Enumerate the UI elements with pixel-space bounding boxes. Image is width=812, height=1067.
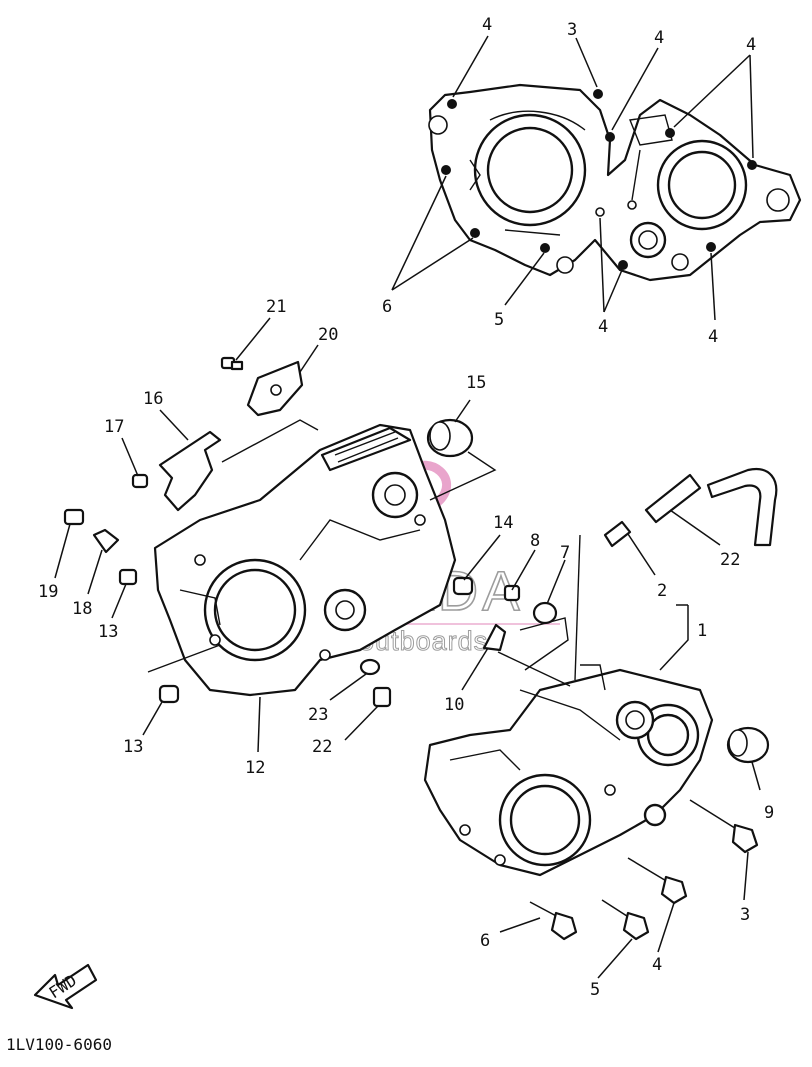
diagram-part-code: 1LV100-6060 (6, 1035, 112, 1054)
callout-13: 14 (493, 513, 513, 533)
callout-3: 3 (567, 20, 577, 40)
callout-15: 16 (143, 389, 163, 409)
crankcase-mating-face (428, 83, 802, 282)
callout-1: 1 (697, 621, 707, 641)
callout-11: 12 (245, 758, 265, 778)
bolt-12 (118, 568, 138, 586)
hose-21 (644, 467, 778, 547)
plug-8 (503, 584, 521, 602)
bolt-3 (689, 799, 759, 854)
callout-9: 9 (764, 803, 774, 823)
callout-5: 5 (494, 310, 504, 330)
dowel-13-upper (452, 576, 474, 596)
callout-18: 19 (38, 582, 58, 602)
bolt-4 (627, 857, 688, 905)
bolt-5 (601, 899, 650, 941)
callout-19: 20 (318, 325, 338, 345)
collar-7 (532, 601, 558, 625)
left-crankcase-half (153, 423, 457, 697)
callout-22: 22 (312, 737, 332, 757)
small-parts (63, 356, 778, 941)
callout-6: 6 (480, 931, 490, 951)
bolt-6 (529, 901, 578, 941)
callout-5: 5 (590, 980, 600, 1000)
callout-12: 13 (98, 622, 118, 642)
bolt-22 (372, 686, 392, 708)
callout-16: 17 (104, 417, 124, 437)
callout-4: 4 (482, 15, 492, 35)
callout-4: 4 (708, 327, 718, 347)
callout-labels: 4 3 4 4 6 5 4 4 21 20 15 16 17 14 8 7 22… (38, 15, 774, 1000)
callout-10: 10 (444, 695, 464, 715)
clip-17 (92, 528, 120, 554)
callout-4: 4 (654, 28, 664, 48)
bolt-20 (220, 356, 244, 371)
callout-2: 2 (657, 581, 667, 601)
callout-23: 23 (308, 705, 328, 725)
gasket-15 (158, 430, 222, 512)
clamp-10 (482, 623, 507, 652)
forward-direction-arrow: FWD (33, 963, 98, 1010)
callout-21: 22 (720, 550, 740, 570)
callout-8: 8 (530, 531, 540, 551)
bolt-18 (63, 508, 85, 526)
callout-20: 21 (266, 297, 286, 317)
fitting-2 (603, 520, 632, 548)
callout-4: 4 (652, 955, 662, 975)
callout-4: 4 (598, 317, 608, 337)
callout-17: 18 (72, 599, 92, 619)
callout-4: 4 (746, 35, 756, 55)
callout-7: 7 (560, 543, 570, 563)
callout-14: 15 (466, 373, 486, 393)
leader-lines (54, 35, 761, 979)
callout-3: 3 (740, 905, 750, 925)
screw-16 (131, 473, 149, 489)
dowel-13-lower (158, 684, 180, 704)
washer-23 (359, 658, 381, 676)
callout-6: 6 (382, 297, 392, 317)
callout-13: 13 (123, 737, 143, 757)
right-crankcase-half (423, 664, 714, 877)
